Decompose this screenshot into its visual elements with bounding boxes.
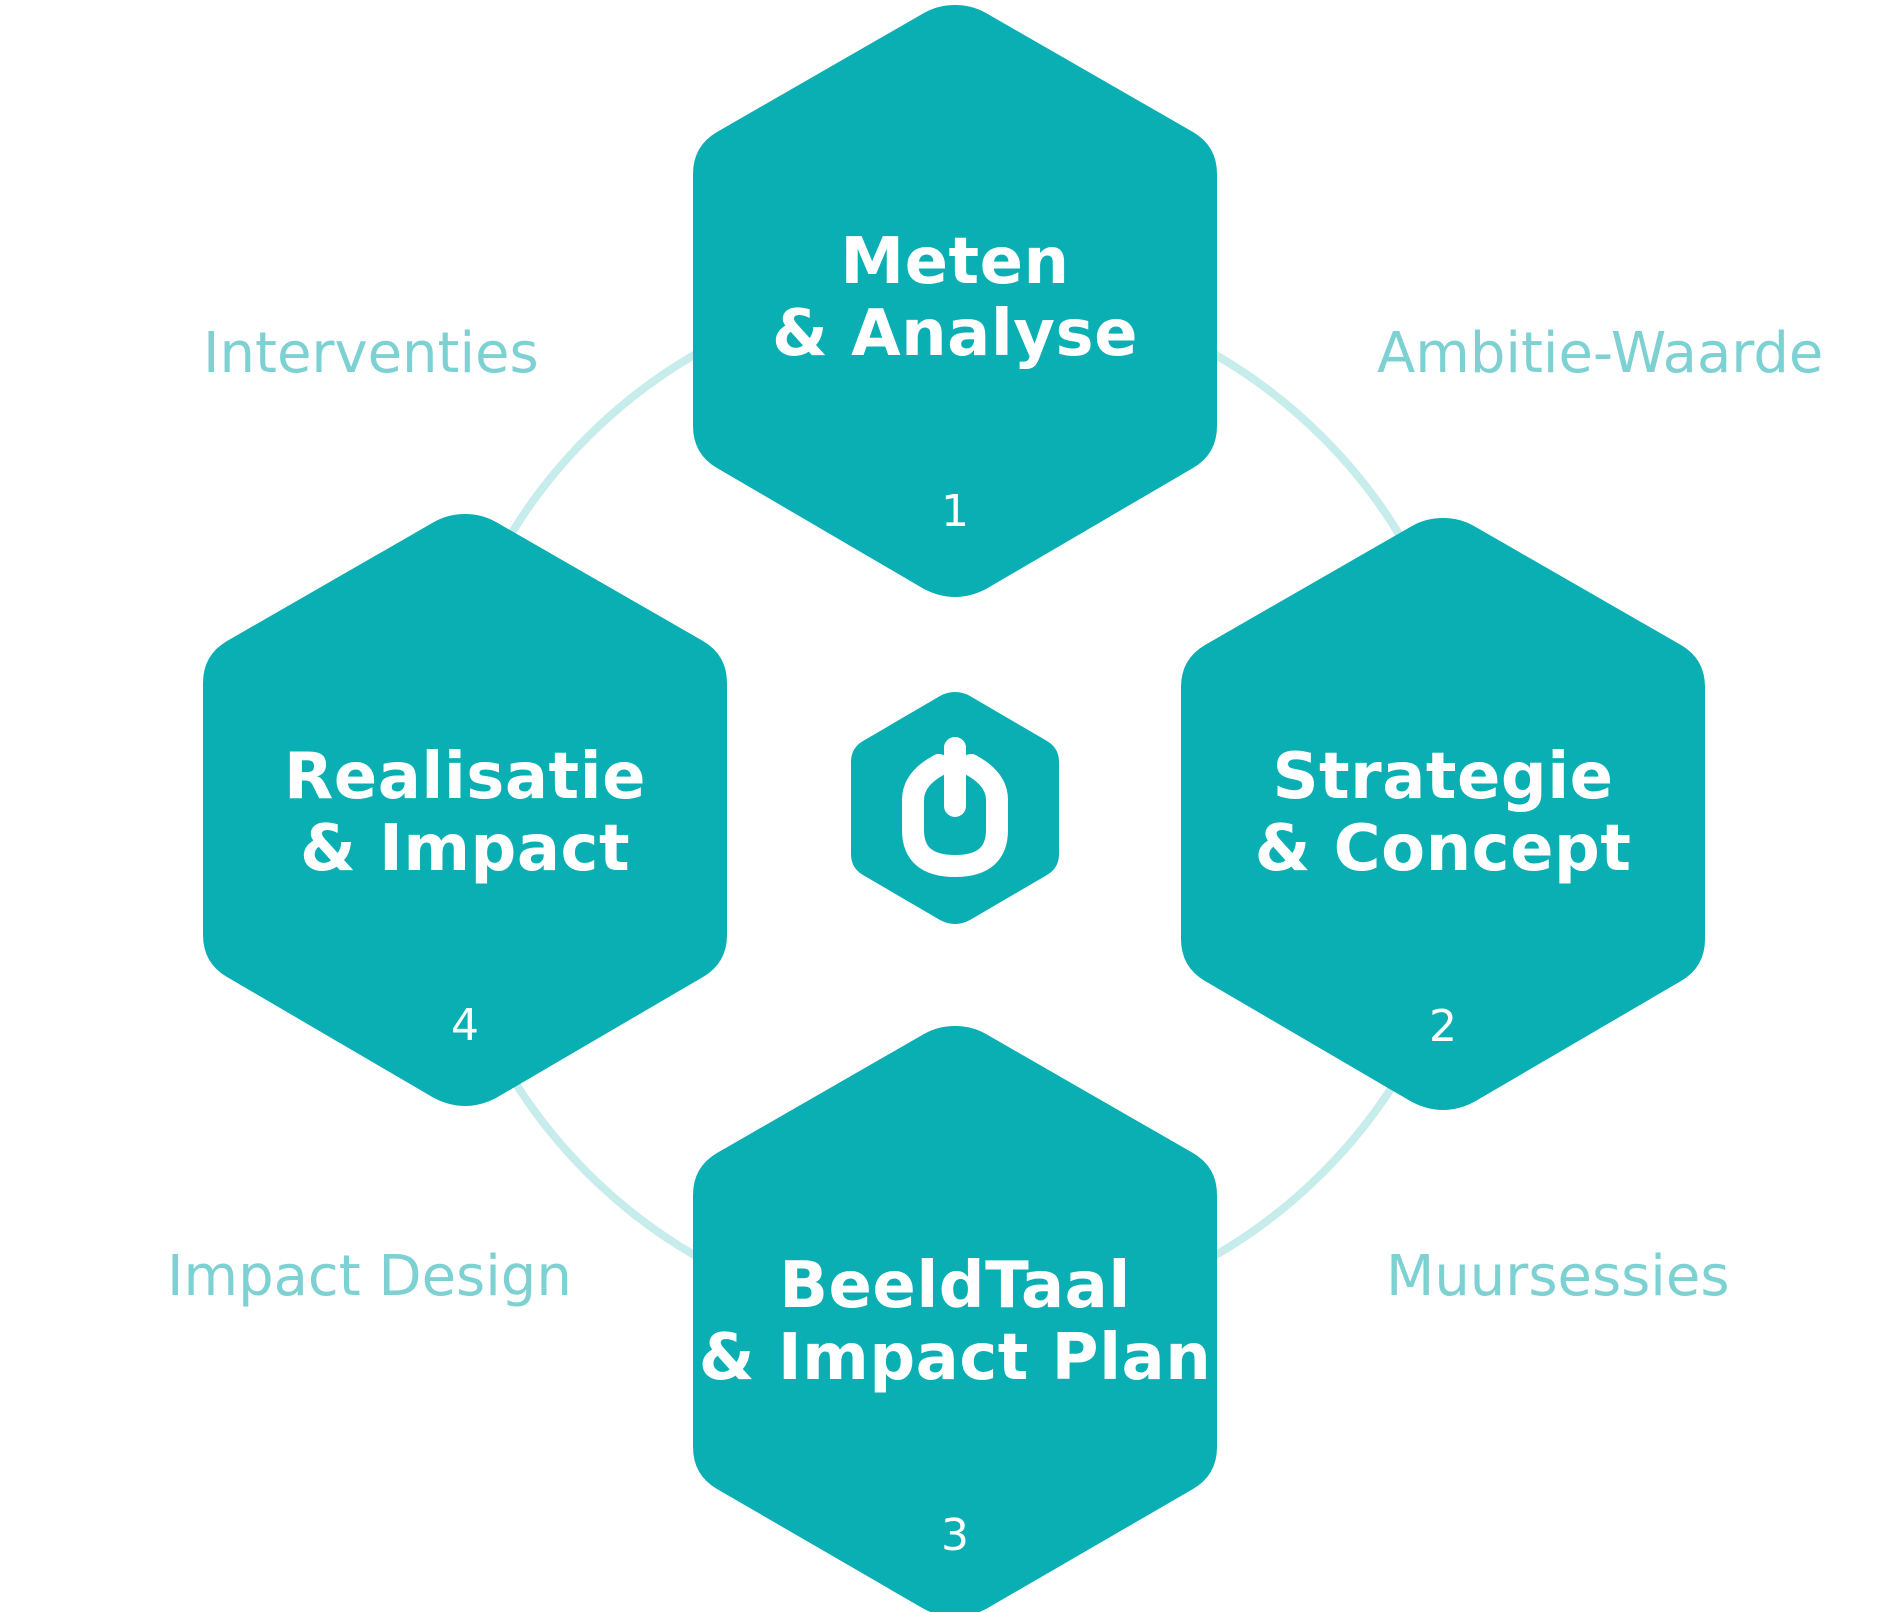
hexagon-step-3[interactable] [693, 1026, 1217, 1612]
step-3-number: 3 [941, 1510, 969, 1561]
step-2-title-line2: & Concept [1254, 812, 1632, 886]
step-1-title-line2: & Analyse [771, 297, 1139, 371]
step-3-title-line1: BeeldTaal [779, 1249, 1131, 1323]
step-4-number: 4 [451, 1000, 479, 1051]
step-1-title: Meten & Analyse [695, 226, 1215, 370]
step-3-title: BeeldTaal & Impact Plan [695, 1250, 1215, 1394]
step-4-title-line1: Realisatie [284, 740, 646, 814]
step-4-title: Realisatie & Impact [205, 741, 725, 885]
step-2-title-line1: Strategie [1272, 740, 1614, 814]
ring-label-ambitie-waarde: Ambitie-Waarde [1377, 321, 1824, 386]
step-1-number: 1 [941, 486, 969, 537]
step-2-title: Strategie & Concept [1183, 741, 1703, 885]
step-3-title-line2: & Impact Plan [698, 1321, 1212, 1395]
hexagon-step-2[interactable] [1181, 518, 1705, 1110]
power-button-icon [902, 737, 1008, 878]
ring-label-interventies: Interventies [203, 321, 539, 386]
hexagon-step-1[interactable] [693, 5, 1217, 597]
ring-label-impact-design: Impact Design [167, 1244, 572, 1309]
ring-label-muursessies: Muursessies [1386, 1244, 1730, 1309]
center-logo [851, 692, 1059, 924]
step-2-number: 2 [1429, 1001, 1457, 1052]
hexagon-step-4[interactable] [203, 514, 727, 1106]
step-4-title-line2: & Impact [299, 812, 631, 886]
step-1-title-line1: Meten [840, 225, 1070, 299]
